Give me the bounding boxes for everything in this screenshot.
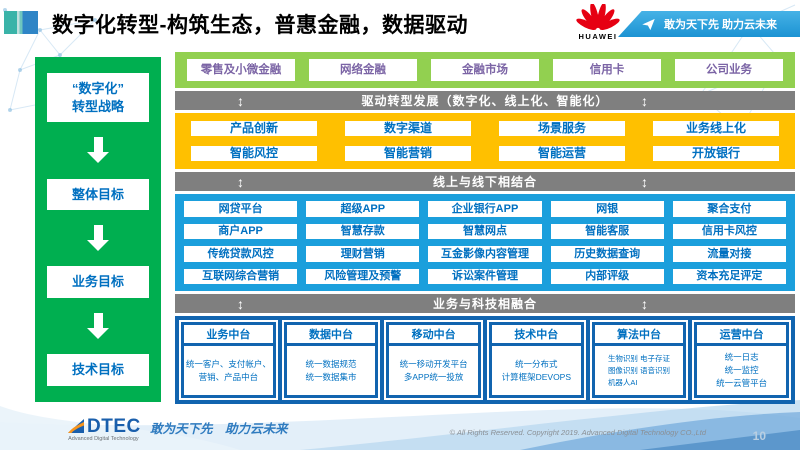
up-down-arrow-icon: ↕ [641, 92, 649, 109]
huawei-wordmark: HUAWEI [578, 32, 618, 41]
down-arrow-icon [87, 313, 109, 340]
paper-plane-icon [642, 18, 655, 30]
section-bar-label: 线上与线下相结合 [432, 175, 537, 189]
application-box: 网贷平台 [184, 201, 298, 217]
section-bar-online-offline: ↕ 线上与线下相结合 ↕ [175, 172, 795, 191]
platform-column-algorithm: 算法中台 生物识别 电子存证 图像识别 语音识别 机器人AI [589, 320, 689, 400]
application-box: 互联网综合营销 [184, 268, 298, 284]
page-number: 10 [752, 429, 766, 443]
application-box: 内部评级 [550, 268, 664, 284]
application-box: 网银 [550, 201, 664, 217]
section-bar-business-tech-fusion: ↕ 业务与科技相融合 ↕ [175, 294, 795, 313]
application-box: 流量对接 [672, 246, 786, 262]
business-lines-band: 零售及小微金融 网络金融 金融市场 信用卡 公司业务 [175, 52, 795, 88]
title-accent-bar [4, 11, 38, 34]
platform-column-operations: 运营中台 统一日志 统一监控 统一云管平台 [692, 320, 791, 400]
strategy-box-tech-goal: 技术目标 [47, 354, 149, 386]
slogan-banner: 敢为天下先 助力云未来 [618, 11, 800, 37]
page-title: 数字化转型-构筑生态，普惠金融，数据驱动 [52, 14, 468, 37]
strategy-box-overall-goal: 整体目标 [47, 178, 149, 211]
capability-box: 数字渠道 [345, 121, 471, 136]
strategy-panel: “数字化” 转型战略 整体目标 业务目标 技术目标 [35, 57, 161, 402]
footer: DTEC Advanced Digital Technology 敢为天下先 助… [0, 402, 800, 450]
capability-box: 场景服务 [499, 121, 625, 136]
up-down-arrow-icon: ↕ [641, 295, 649, 312]
platform-detail: 统一数据规范 统一数据集市 [286, 346, 376, 395]
platform-detail: 统一移动开发平台 多APP统一投放 [389, 346, 478, 395]
banner-slogan-text: 敢为天下先 助力云未来 [663, 19, 778, 31]
platform-detail: 统一日志 统一监控 统一云管平台 [697, 346, 786, 395]
up-down-arrow-icon: ↕ [237, 173, 245, 190]
dtec-wordmark: DTEC [87, 415, 141, 437]
huawei-flower-icon [576, 4, 620, 31]
platform-detail: 生物识别 电子存证 图像识别 语音识别 机器人AI [594, 346, 684, 395]
business-line-box: 网络金融 [309, 59, 417, 81]
capability-box: 产品创新 [191, 121, 317, 136]
footer-slogan: 敢为天下先 助力云未来 [150, 422, 288, 436]
strategy-box-digital: “数字化” 转型战略 [47, 73, 149, 123]
application-box: 企业银行APP [428, 201, 542, 217]
application-box: 聚合支付 [672, 201, 786, 217]
platform-header: 运营中台 [697, 325, 786, 343]
section-bar-drive-transformation: ↕ 驱动转型发展（数字化、线上化、智能化） ↕ [175, 91, 795, 110]
platform-detail: 统一分布式 计算框架DEVOPS [491, 346, 581, 395]
section-bar-label: 驱动转型发展（数字化、线上化、智能化） [361, 94, 609, 108]
platform-header: 数据中台 [286, 325, 376, 343]
business-line-box: 公司业务 [675, 59, 783, 81]
application-box: 智慧存款 [306, 223, 420, 239]
capability-box: 业务线上化 [653, 121, 779, 136]
up-down-arrow-icon: ↕ [237, 295, 245, 312]
application-box: 历史数据查询 [550, 246, 664, 262]
application-box: 理财营销 [306, 246, 420, 262]
huawei-logo: HUAWEI [572, 4, 624, 41]
platform-detail: 统一客户、支付帐户、营销、产品中台 [184, 346, 273, 395]
application-box: 智能客服 [550, 223, 664, 239]
application-box: 超级APP [306, 201, 420, 217]
platforms-band: 业务中台 统一客户、支付帐户、营销、产品中台 数据中台 统一数据规范 统一数据集… [175, 316, 795, 404]
capability-box: 智能营销 [345, 146, 471, 161]
architecture-stack: 零售及小微金融 网络金融 金融市场 信用卡 公司业务 ↕ 驱动转型发展（数字化、… [175, 52, 795, 404]
capability-box: 智能运营 [499, 146, 625, 161]
application-box: 风险管理及预警 [306, 268, 420, 284]
platform-header: 移动中台 [389, 325, 478, 343]
application-box: 传统贷款风控 [184, 246, 298, 262]
platform-column-data: 数据中台 统一数据规范 统一数据集市 [281, 320, 381, 400]
platform-header: 业务中台 [184, 325, 273, 343]
capability-box: 智能风控 [191, 146, 317, 161]
capability-box: 开放银行 [653, 146, 779, 161]
platform-header: 算法中台 [594, 325, 684, 343]
copyright-text: © All Rights Reserved. Copyright 2019. A… [449, 428, 707, 437]
up-down-arrow-icon: ↕ [641, 173, 649, 190]
strategy-box-business-goal: 业务目标 [47, 266, 149, 298]
content-area: “数字化” 转型战略 整体目标 业务目标 技术目标 零售及小微金融 网络金融 金… [0, 52, 800, 404]
business-line-box: 信用卡 [553, 59, 661, 81]
application-box: 信用卡风控 [672, 223, 786, 239]
application-box: 智慧网点 [428, 223, 542, 239]
platform-column-business: 业务中台 统一客户、支付帐户、营销、产品中台 [179, 320, 278, 400]
section-bar-label: 业务与科技相融合 [432, 297, 537, 311]
header: 数字化转型-构筑生态，普惠金融，数据驱动 HUAWEI 敢为天下先 助力云未来 [0, 0, 800, 52]
application-box: 互金影像内容管理 [428, 246, 542, 262]
dtec-triangle-icon [68, 419, 84, 433]
application-box: 商户APP [184, 223, 298, 239]
down-arrow-icon [87, 225, 109, 252]
application-box: 资本充足评定 [672, 268, 786, 284]
business-line-box: 零售及小微金融 [187, 59, 295, 81]
business-line-box: 金融市场 [431, 59, 539, 81]
applications-band: 网贷平台 超级APP 企业银行APP 网银 聚合支付 商户APP 智慧存款 智慧… [175, 194, 795, 291]
application-box: 诉讼案件管理 [428, 268, 542, 284]
platform-column-tech: 技术中台 统一分布式 计算框架DEVOPS [486, 320, 586, 400]
platform-column-mobile: 移动中台 统一移动开发平台 多APP统一投放 [384, 320, 483, 400]
dtec-logo: DTEC Advanced Digital Technology [66, 415, 141, 442]
capabilities-band: 产品创新 数字渠道 场景服务 业务线上化 智能风控 智能营销 智能运营 开放银行 [175, 113, 795, 169]
up-down-arrow-icon: ↕ [237, 92, 245, 109]
down-arrow-icon [87, 137, 109, 164]
platform-header: 技术中台 [491, 325, 581, 343]
dtec-subtext: Advanced Digital Technology [68, 436, 139, 442]
